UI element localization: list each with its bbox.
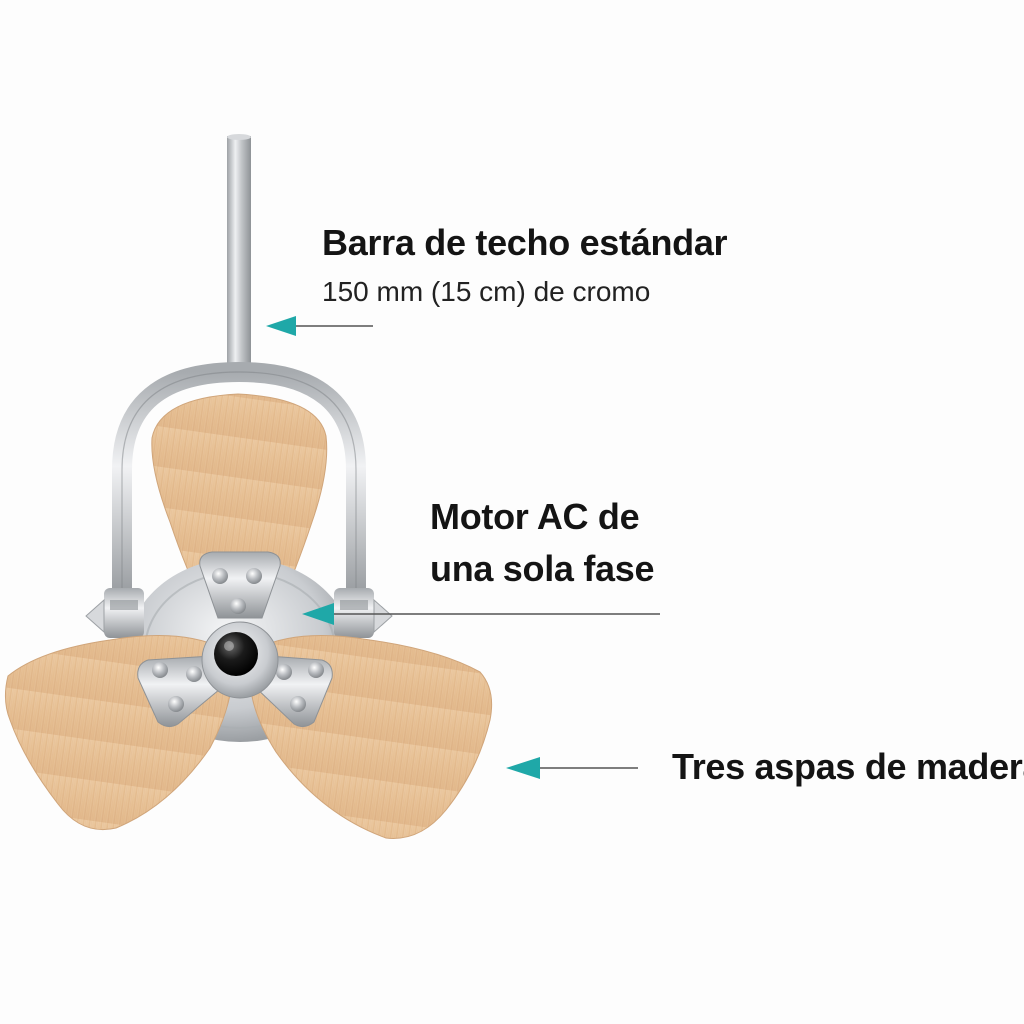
rod-label-subtitle: 150 mm (15 cm) de cromo bbox=[322, 276, 651, 307]
pivot-right bbox=[334, 588, 374, 638]
motor-label-line2: una sola fase bbox=[430, 548, 655, 589]
arrow-left-icon bbox=[302, 603, 660, 625]
arrow-left-icon bbox=[266, 316, 373, 336]
blades-label: Tres aspas de madera bbox=[672, 746, 1024, 787]
wood-blade-top bbox=[151, 393, 328, 611]
center-knob bbox=[214, 632, 258, 676]
rod-label-title: Barra de techo estándar bbox=[322, 222, 728, 263]
bracket-screws bbox=[152, 568, 324, 712]
pivot-left bbox=[104, 588, 144, 638]
arrow-left-icon bbox=[506, 757, 638, 779]
downrod bbox=[227, 136, 251, 376]
motor-label-line1: Motor AC de bbox=[430, 496, 640, 537]
